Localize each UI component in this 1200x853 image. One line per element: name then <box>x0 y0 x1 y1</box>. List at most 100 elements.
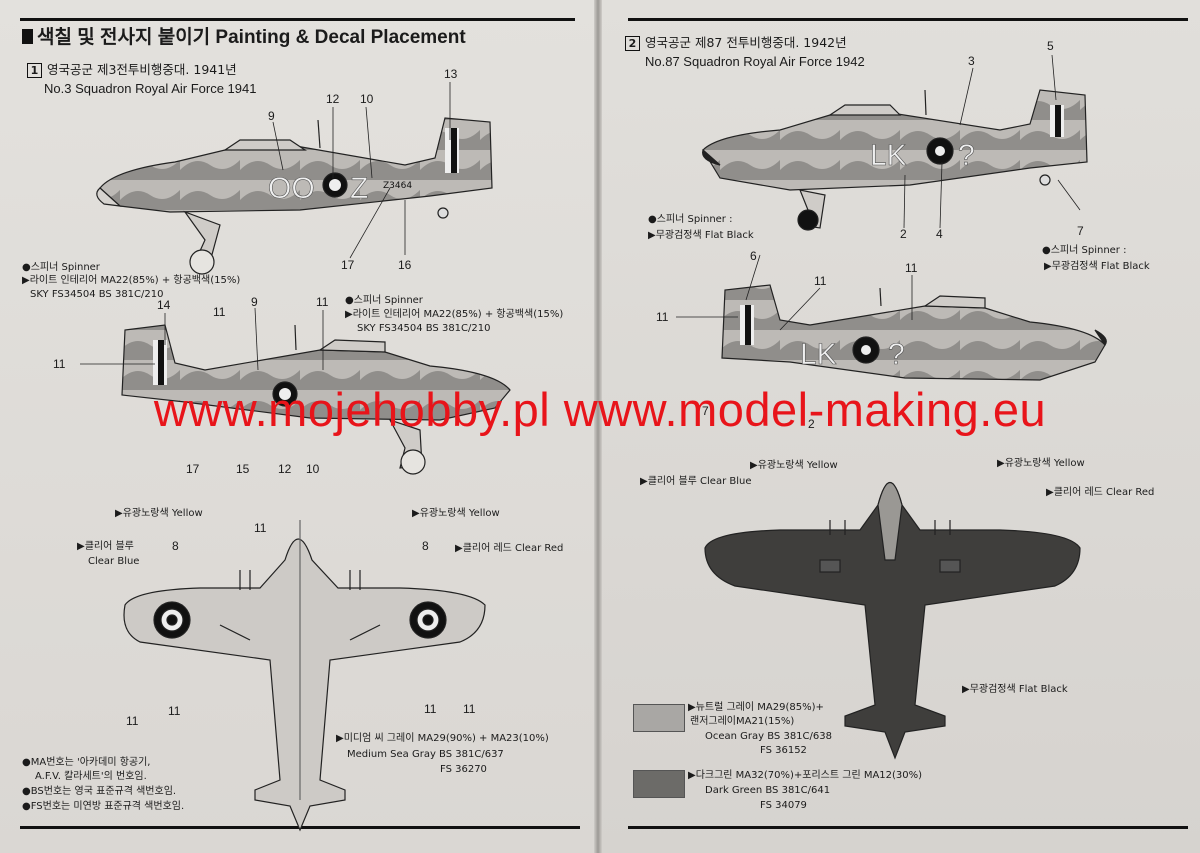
aircraft-side-view-4 <box>721 284 1107 381</box>
callout-14: 14 <box>157 298 171 312</box>
callout-11: 11 <box>656 310 669 324</box>
clear-blue-label-en: Clear Blue <box>88 556 140 567</box>
spinner-label-b: ●스피너 Spinner : <box>1042 245 1127 256</box>
callout-2: 2 <box>900 227 907 241</box>
svg-text:Z: Z <box>350 172 368 205</box>
svg-text:OO: OO <box>268 172 315 205</box>
yellow-label-r1: ▶유광노랑색 Yellow <box>750 460 838 471</box>
section-2-heading: 2 영국공군 제87 전투비행중대. 1942년 <box>625 36 847 51</box>
ocean-gray-ko2: 랜저그레이MA21(15%) <box>690 716 795 727</box>
yellow-label-right: ▶유광노랑색 Yellow <box>412 508 500 519</box>
dark-green-swatch <box>633 770 685 798</box>
callout-11: 11 <box>168 704 181 718</box>
clear-blue-label-ko: ▶클리어 블루 <box>77 541 134 552</box>
spinner-label-2: ●스피너 Spinner <box>345 295 423 306</box>
watermark: www.mojehobby.pl www.model-making.eu <box>153 383 1047 436</box>
clear-red-label: ▶클리어 레드 Clear Red <box>455 543 564 554</box>
aircraft-side-view-2 <box>121 324 511 475</box>
svg-text:Z3464: Z3464 <box>383 181 412 191</box>
note-line-4: ●FS번호는 미연방 표준규격 색번호임. <box>22 801 185 812</box>
callout-11: 11 <box>213 305 226 319</box>
aircraft-side-view-3 <box>702 89 1088 231</box>
spinner-label-a: ●스피너 Spinner : <box>648 214 733 225</box>
page-title-text: 색칠 및 전사지 붙이기 Painting & Decal Placement <box>37 27 466 48</box>
spinner-paint-b: ▶무광검정색 Flat Black <box>1044 261 1150 272</box>
ocean-gray-en: Ocean Gray BS 381C/638 <box>705 731 832 742</box>
svg-text:LK: LK <box>800 338 837 371</box>
section-1-english: No.3 Squadron Royal Air Force 1941 <box>44 81 257 96</box>
yellow-label-left: ▶유광노랑색 Yellow <box>115 508 203 519</box>
clear-red-label-r: ▶클리어 레드 Clear Red <box>1046 487 1155 498</box>
sea-gray-en: Medium Sea Gray BS 381C/637 <box>347 749 504 760</box>
spinner-paint-a: ▶무광검정색 Flat Black <box>648 230 754 241</box>
svg-text:LK: LK <box>870 139 907 172</box>
page-gutter <box>594 0 602 853</box>
callout-17: 17 <box>186 462 200 476</box>
callout-9: 9 <box>251 295 258 309</box>
callout-11: 11 <box>126 714 139 728</box>
ocean-gray-ko1: ▶뉴트럴 그레이 MA29(85%)+ <box>688 702 824 713</box>
callout-15: 15 <box>236 462 250 476</box>
clear-blue-label-r: ▶클리어 블루 Clear Blue <box>640 476 752 487</box>
callout-11: 11 <box>814 274 827 288</box>
callout-16: 16 <box>398 258 412 272</box>
dark-green-en: Dark Green BS 381C/641 <box>705 785 831 796</box>
right-bottom-rule <box>628 826 1188 829</box>
note-line-2: A.F.V. 칼라세트'의 번호임. <box>35 771 147 782</box>
callout-13: 13 <box>444 67 458 81</box>
callout-11: 11 <box>254 521 267 535</box>
callout-8: 8 <box>422 539 429 553</box>
dark-green-ko: ▶다크그린 MA32(70%)+포리스트 그린 MA12(30%) <box>688 770 923 781</box>
callout-4: 4 <box>936 227 943 241</box>
aircraft-underside-view-2 <box>704 482 1081 760</box>
svg-text:?: ? <box>958 139 975 172</box>
flat-black-label: ▶무광검정색 Flat Black <box>962 684 1068 695</box>
ocean-gray-fs: FS 36152 <box>760 745 807 756</box>
callout-11: 11 <box>53 357 66 371</box>
ocean-gray-swatch <box>633 704 685 732</box>
section-1-number: 1 <box>27 63 42 78</box>
section-1-heading: 1 영국공군 제3전투비행중대. 1941년 <box>27 63 237 78</box>
spinner-paint-1: ▶라이트 인테리어 MA22(85%) + 항공백색(15%) <box>22 275 241 286</box>
sea-gray-ko: ▶미디엄 씨 그레이 MA29(90%) + MA23(10%) <box>336 733 549 744</box>
right-top-rule <box>628 18 1188 21</box>
svg-text:?: ? <box>888 338 905 371</box>
title-square <box>22 29 33 44</box>
callout-7: 7 <box>1077 224 1084 238</box>
callout-10: 10 <box>360 92 374 106</box>
callout-5: 5 <box>1047 39 1054 53</box>
callout-11: 11 <box>905 261 918 275</box>
section-2-number: 2 <box>625 36 640 51</box>
dark-green-fs: FS 34079 <box>760 800 807 811</box>
callout-2: 2 <box>808 417 815 431</box>
callout-6: 6 <box>750 249 757 263</box>
callout-8: 8 <box>172 539 179 553</box>
callout-11: 11 <box>424 702 437 716</box>
callout-3: 3 <box>968 54 975 68</box>
section-2-korean: 영국공군 제87 전투비행중대. 1942년 <box>645 35 847 50</box>
note-line-1: ●MA번호는 '아카데미 항공기, <box>22 757 151 768</box>
callout-10: 10 <box>306 462 320 476</box>
callout-11: 11 <box>316 295 329 309</box>
spinner-spec-1: SKY FS34504 BS 381C/210 <box>30 289 164 300</box>
yellow-label-r2: ▶유광노랑색 Yellow <box>997 458 1085 469</box>
page-title: 색칠 및 전사지 붙이기 Painting & Decal Placement <box>22 27 466 49</box>
callout-12: 12 <box>278 462 292 476</box>
leader-lines <box>80 54 1081 371</box>
note-line-3: ●BS번호는 영국 표준규격 색번호임. <box>22 786 177 797</box>
callout-9: 9 <box>268 109 275 123</box>
spinner-label-1: ●스피너 Spinner <box>22 262 100 273</box>
section-1-korean: 영국공군 제3전투비행중대. 1941년 <box>47 62 237 77</box>
callout-11: 11 <box>463 702 476 716</box>
spinner-paint-2: ▶라이트 인테리어 MA22(85%) + 항공백색(15%) <box>345 309 564 320</box>
callout-17: 17 <box>341 258 355 272</box>
callout-12: 12 <box>326 92 340 106</box>
left-top-rule <box>20 18 575 21</box>
aircraft-underside-view-1 <box>123 520 486 832</box>
section-2-english: No.87 Squadron Royal Air Force 1942 <box>645 54 865 69</box>
aircraft-side-view-1 <box>96 117 493 275</box>
spinner-spec-2: SKY FS34504 BS 381C/210 <box>357 323 491 334</box>
callout-7: 7 <box>702 404 709 418</box>
sea-gray-fs: FS 36270 <box>440 764 487 775</box>
